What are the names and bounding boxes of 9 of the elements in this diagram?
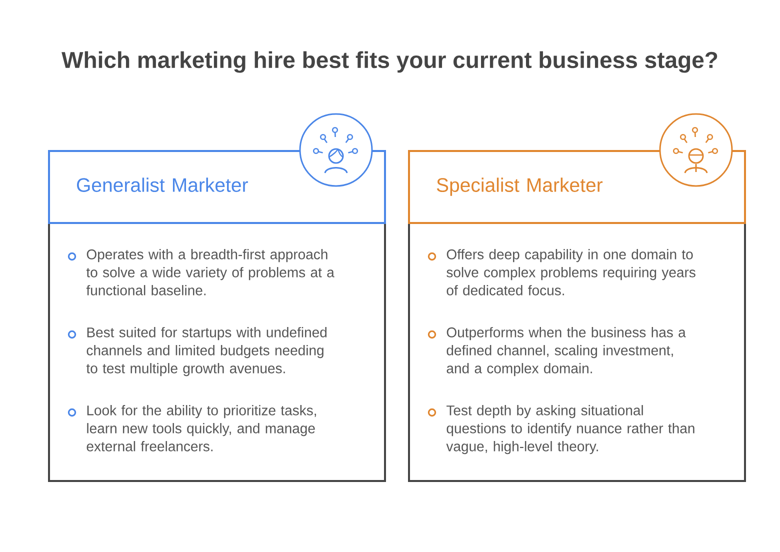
title: Which marketing hire best fits your current business stage? <box>62 51 718 73</box>
bullet-text: Operates with a breadth-first approach to solve a wide variety of problems at a functional baseline. <box>86 249 334 296</box>
bullet-text: Look for the ability to prioritize tasks, learn new tools quickly, and manage external freelancers. <box>86 405 316 452</box>
bullet-text: Test depth by asking situational questions to identify nuance rather than vague, high-level theory. <box>446 405 694 454</box>
bullet-text: Outperforms when the business has a defined channel, scaling investment, and a complex domain. <box>446 327 686 376</box>
header-box: Generalist Marketer <box>48 150 386 224</box>
bullet-text: Best suited for startups with undefined channels and limited budgets needing to test multiple growth avenues. <box>86 327 326 376</box>
bullet-text: Offers deep capability in one domain to solve complex problems requiring years of dedicated focus. <box>446 249 696 296</box>
header-box: Specialist Marketer <box>408 150 746 224</box>
